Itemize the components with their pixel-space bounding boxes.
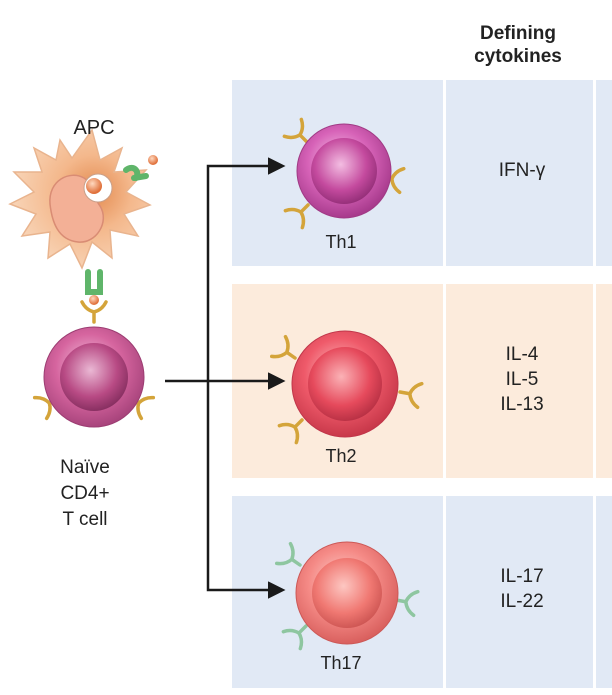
panel-divider bbox=[593, 80, 596, 266]
naive-t-cell-label: Naïve CD4+ T cell bbox=[20, 455, 150, 533]
th17-panel bbox=[232, 496, 612, 688]
apc-cell bbox=[8, 128, 158, 305]
th17-cell bbox=[274, 541, 420, 651]
th2-cytokines: IL-4 IL-5 IL-13 bbox=[462, 342, 582, 417]
cytokine-ifn-gamma: IFN-γ bbox=[498, 160, 546, 181]
panel-divider bbox=[593, 496, 596, 688]
column-header-defining-cytokines: Defining cytokines bbox=[444, 22, 592, 68]
apc-label: APC bbox=[73, 117, 115, 139]
panel-divider bbox=[443, 80, 446, 266]
th17-label: Th17 bbox=[320, 653, 362, 673]
cytokine-il-5: IL-5 bbox=[505, 369, 539, 390]
th1-label: Th1 bbox=[325, 232, 357, 252]
cytokine-il-17: IL-17 bbox=[500, 566, 544, 587]
panel-divider bbox=[593, 284, 596, 478]
th2-panel bbox=[232, 284, 612, 478]
th1-panel bbox=[232, 80, 612, 266]
th2-cell bbox=[269, 330, 424, 445]
panel-divider bbox=[443, 284, 446, 478]
panel-divider bbox=[443, 496, 446, 688]
naive-t-cell bbox=[32, 300, 156, 428]
th17-cytokines: IL-17 IL-22 bbox=[462, 564, 582, 614]
th1-cytokines: IFN-γ bbox=[462, 158, 582, 183]
header-line-2: cytokines bbox=[474, 46, 562, 67]
naive-line-1: Naïve bbox=[60, 457, 110, 478]
cytokine-il-4: IL-4 bbox=[505, 344, 539, 365]
differentiation-arrows bbox=[165, 157, 286, 599]
th1-cell bbox=[282, 117, 406, 230]
naive-line-2: CD4+ bbox=[60, 483, 110, 504]
cytokine-il-13: IL-13 bbox=[500, 394, 544, 415]
cytokine-il-22: IL-22 bbox=[500, 591, 544, 612]
naive-line-3: T cell bbox=[62, 509, 108, 530]
th2-label: Th2 bbox=[325, 446, 357, 466]
header-line-1: Defining bbox=[480, 23, 556, 44]
